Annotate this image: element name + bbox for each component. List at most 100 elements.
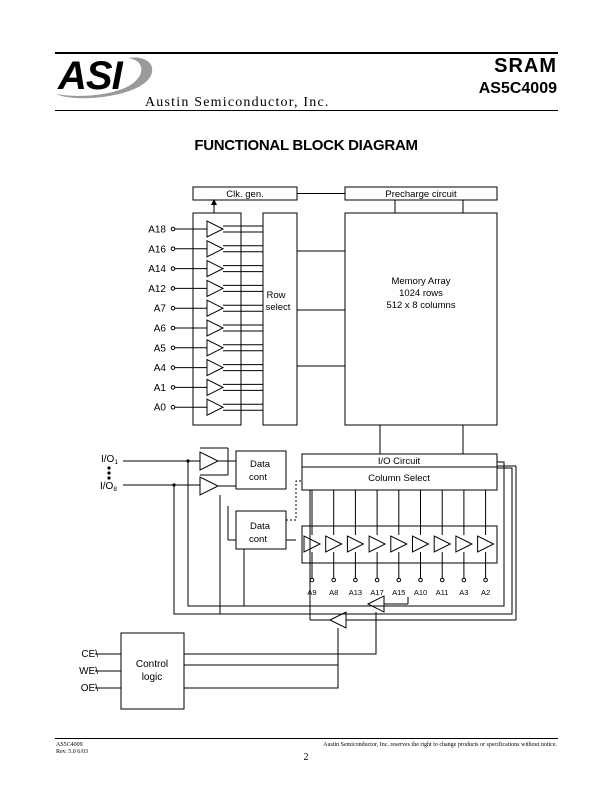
column-address-label: A10 (414, 588, 427, 597)
data-cont-top-label: Data (250, 459, 271, 470)
row-address-label: A5 (154, 343, 167, 354)
column-address-pin (396, 577, 402, 583)
row-address-pin (170, 404, 176, 410)
row-address-pin (170, 286, 176, 291)
column-address-pin (418, 577, 423, 583)
column-address-label: A2 (481, 588, 490, 597)
data-cont-top-box (235, 450, 287, 490)
column-address-buffer (390, 535, 408, 553)
column-address-pin (439, 577, 445, 583)
io-circuit-label: I/O Circuit (378, 456, 421, 467)
row-address-label: A7 (154, 304, 167, 315)
column-buffers (303, 490, 495, 583)
row-buffer-group (192, 212, 242, 426)
column-address-buffer (303, 535, 322, 553)
junction-dot (186, 459, 190, 463)
column-select-box (301, 466, 498, 491)
column-address-pin (483, 577, 488, 583)
control-logic-label: logic (142, 672, 163, 683)
footer-disclaimer: Austin Semiconductor, Inc. reserves the … (323, 742, 557, 748)
row-select-box (262, 212, 298, 426)
column-address-pin (331, 577, 337, 583)
row-address-label: A18 (148, 225, 166, 236)
io-top-label: I/O1 (101, 454, 118, 466)
io-bottom-label: I/O8 (100, 481, 117, 493)
row-address-label: A16 (148, 244, 166, 255)
row-address-buffer (206, 220, 225, 238)
memory-array-label: 1024 rows (399, 288, 443, 299)
control-input-label: OE\ (81, 683, 98, 694)
ellipsis-dot (107, 476, 111, 480)
footer-rule (55, 738, 558, 739)
junction-dot (172, 483, 176, 487)
precharge-label: Precharge circuit (385, 189, 457, 200)
data-cont-bottom-label: cont (249, 534, 267, 545)
column-address-label: A15 (392, 588, 405, 597)
row-address-label: A12 (148, 284, 166, 295)
row-address-label: A6 (154, 324, 167, 335)
column-address-buffer (433, 535, 452, 553)
column-address-buffer (477, 535, 495, 553)
data-cont-top-label: cont (249, 472, 267, 483)
row-address-buffer (206, 378, 225, 397)
row-address-buffer (206, 279, 225, 298)
column-address-buffer (368, 535, 387, 553)
clk-gen-label: Clk. gen. (226, 189, 264, 200)
row-select-label: select (266, 302, 291, 313)
row-address-buffer (206, 398, 225, 417)
column-address-pin (353, 577, 358, 583)
column-address-buffer (346, 535, 365, 553)
row-address-buffer (206, 319, 225, 337)
data-cont-bottom-box (235, 510, 287, 550)
row-address-label: A0 (154, 403, 167, 414)
column-address-buffer (325, 535, 343, 553)
row-address-pin (170, 266, 176, 271)
footer-left: AS5C4009 Rev. 5.0 6/03 (56, 742, 88, 756)
part-number: AS5C4009 (478, 80, 557, 97)
memory-array-box (344, 212, 498, 426)
row-address-pin (170, 365, 176, 370)
memory-array-label: Memory Array (391, 276, 450, 287)
control-input-label: CE\ (81, 649, 98, 660)
page-title: FUNCTIONAL BLOCK DIAGRAM (194, 137, 418, 154)
row-address-buffer (206, 239, 225, 258)
row-address-pin (170, 246, 176, 252)
row-address-pin (170, 305, 176, 311)
company-name: Austin Semiconductor, Inc. (145, 95, 330, 110)
row-address-pin (170, 325, 176, 331)
column-address-label: A13 (349, 588, 362, 597)
memory-array-label: 512 x 8 columns (386, 300, 455, 311)
column-address-label: A8 (329, 588, 338, 597)
company-logo: ASI (58, 54, 123, 98)
data-cont-bottom-label: Data (250, 521, 271, 532)
column-buffer-group (301, 525, 498, 564)
row-address-pin (170, 385, 176, 390)
row-select-label: Row (266, 290, 285, 301)
row-buffers (170, 220, 263, 417)
row-address-buffer (206, 299, 225, 318)
logo-swoosh (56, 57, 153, 99)
control-input-label: WE\ (79, 666, 98, 677)
row-address-buffer (206, 358, 225, 377)
column-address-buffer (412, 535, 430, 553)
row-address-pin (170, 226, 176, 232)
row-address-buffer (206, 338, 225, 357)
product-family: SRAM (494, 55, 557, 77)
footer-part: AS5C4009 (56, 742, 83, 748)
page-number: 2 (303, 752, 309, 763)
column-select-label: Column Select (368, 473, 430, 484)
column-address-pin (309, 577, 315, 583)
control-logic-box (120, 632, 185, 710)
ellipsis-dot (107, 466, 111, 470)
column-address-label: A9 (307, 588, 316, 597)
column-address-buffer (455, 535, 474, 553)
row-address-label: A14 (148, 264, 166, 275)
column-address-pin (461, 577, 467, 583)
column-address-label: A17 (370, 588, 383, 597)
ellipsis-dot (107, 471, 111, 475)
column-address-label: A3 (459, 588, 468, 597)
row-address-label: A4 (154, 363, 167, 374)
column-address-label: A11 (436, 588, 449, 597)
